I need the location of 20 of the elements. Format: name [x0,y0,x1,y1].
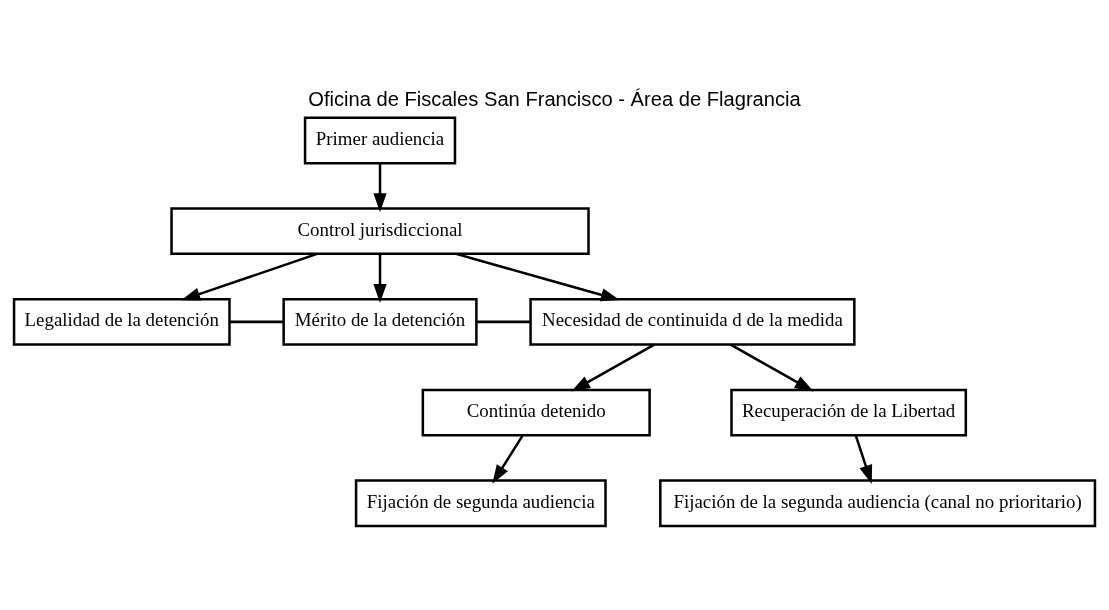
node-box: Necesidad de continuida d de la medida [529,297,856,346]
arrow [373,253,387,303]
node-box: Fijación de la segunda audiencia (canal no prioritario) [659,478,1097,527]
arrow [373,163,387,212]
node-box: Mérito de la detención [282,297,478,346]
arrow [492,434,524,484]
node-box: Legalidad de la detención [12,297,231,346]
node-box: Control jurisdiccional [170,206,590,255]
node-box: Continúa detenido [421,388,651,436]
connector [229,320,284,323]
arrow [730,343,814,392]
node-box: Fijación de segunda audiencia [354,478,607,527]
node-box: Primer audiencia [303,116,457,164]
arrow [571,343,655,392]
arrow [854,434,873,484]
connector [476,320,531,323]
arrow [455,252,620,301]
diagram-title: Oficina de Fiscales San Francisco - Área de Flagrancia [308,87,801,110]
arrow [181,252,318,300]
node-box: Recuperación de la Libertad [730,388,968,436]
